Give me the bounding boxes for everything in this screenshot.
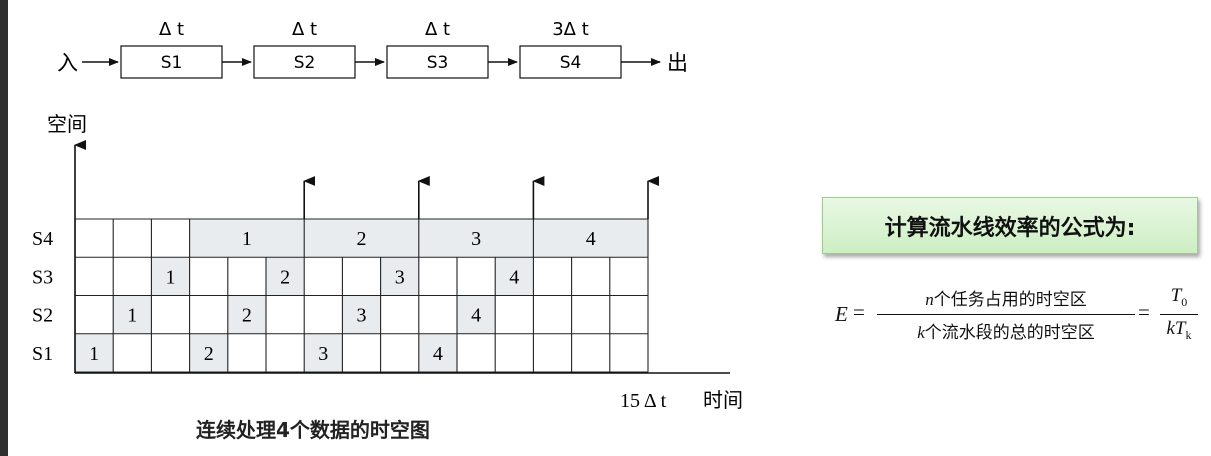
s4-task-number: 3: [471, 228, 481, 250]
s4-task-fill: [418, 219, 534, 258]
diagram-axes: 空间 15 Δ t 时间: [47, 112, 743, 412]
task-number: 2: [280, 266, 290, 288]
task-cell-fill: [304, 333, 343, 372]
s4-task-fill: [304, 219, 419, 258]
formula-title: 计算流水线效率的公式为:: [884, 215, 1136, 241]
pipeline-diagram: 入 出 S1 Δ t S2 Δ t S3 Δ t S4 3Δ t: [57, 19, 688, 79]
denominator-var: k: [917, 323, 925, 342]
task-cell-fill: [189, 333, 228, 372]
pipeline-stage-time: 3Δ t: [552, 19, 589, 40]
task-cell-fill: [113, 295, 152, 334]
task-number: 2: [204, 343, 214, 365]
task-cell-fill: [495, 257, 534, 296]
pipeline-stage-time: Δ t: [425, 19, 450, 40]
row-label: S1: [32, 343, 53, 365]
y-axis-label: 空间: [47, 112, 87, 136]
numerator-text: 个任务占用的时空区: [933, 290, 1087, 310]
s4-task-fill: [533, 219, 648, 258]
formula-fraction-text: n个任务占用的时空区 k个流水段的总的时空区: [877, 285, 1135, 343]
task-number: 1: [166, 266, 176, 288]
left-edge-bar: [0, 0, 8, 456]
pipeline-stage-name: S4: [560, 53, 582, 73]
task-cell-fill: [75, 333, 114, 372]
formula-denominator: k个流水段的总的时空区: [877, 318, 1135, 343]
diagram-caption: 连续处理4个数据的时空图: [196, 418, 430, 442]
pipeline-stage-time: Δ t: [292, 19, 317, 40]
pipeline-stage-name: S2: [294, 53, 316, 73]
pipeline-stage-box: [120, 45, 223, 79]
task-cell-fill: [457, 295, 496, 334]
pipeline-stage-box: [253, 45, 356, 79]
formula-numerator: n个任务占用的时空区: [877, 285, 1135, 310]
task-cell-fill: [151, 257, 190, 296]
task-number: 3: [357, 305, 367, 327]
task-cell-fill: [266, 257, 305, 296]
formula-equals: =: [853, 300, 865, 324]
fraction-bar: [877, 314, 1135, 315]
task-cell-fill: [342, 295, 381, 334]
row-label: S4: [32, 228, 53, 250]
pipeline-stage-name: S3: [427, 53, 449, 73]
s4-task-fill: [189, 219, 305, 258]
efficiency-formula: E = n个任务占用的时空区 k个流水段的总的时空区 = T0 kTk: [833, 282, 1205, 350]
pipeline-output-label: 出: [667, 51, 688, 75]
task-number: 2: [242, 305, 252, 327]
task-number: 1: [89, 343, 99, 365]
row-label: S3: [32, 266, 53, 288]
pipeline-stage-name: S1: [161, 53, 183, 73]
pipeline-input-label: 入: [57, 51, 78, 75]
x-axis-label: 时间: [703, 388, 743, 412]
task-number: 4: [471, 305, 481, 327]
rhs-denominator: kTk: [1166, 317, 1192, 342]
x-end-label: 15 Δ t: [620, 390, 667, 412]
task-number: 3: [395, 266, 405, 288]
rhs-numerator: T0: [1170, 285, 1188, 309]
s4-task-number: 2: [357, 228, 367, 250]
denominator-text: 个流水段的总的时空区: [924, 323, 1095, 343]
task-cell-fill: [380, 257, 419, 296]
s4-task-number: 1: [242, 228, 252, 250]
numerator-var: n: [925, 290, 934, 309]
formula-equals-2: =: [1138, 300, 1150, 324]
task-number: 3: [318, 343, 328, 365]
pipeline-stage-box: [386, 45, 489, 79]
pipeline-stage-box: [519, 45, 622, 79]
task-number: 1: [127, 305, 137, 327]
task-number: 4: [433, 343, 443, 365]
fraction-bar-2: [1160, 313, 1198, 315]
s4-task-number: 4: [586, 228, 596, 250]
formula-fraction-symbolic: T0 kTk: [1160, 285, 1198, 343]
pipeline-stage-time: Δ t: [159, 19, 184, 40]
formula-title-box: 计算流水线效率的公式为:: [822, 197, 1198, 254]
task-cell-fill: [418, 333, 457, 372]
formula-lhs: E: [835, 302, 848, 326]
task-number: 4: [509, 266, 519, 288]
row-label: S2: [32, 305, 53, 327]
task-cell-fill: [227, 295, 266, 334]
